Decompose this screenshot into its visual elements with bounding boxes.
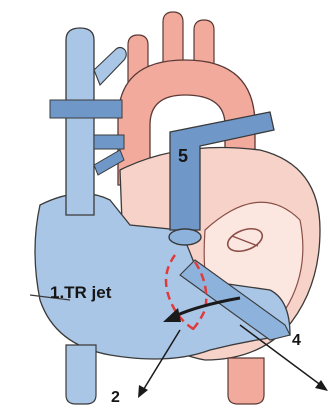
label-4: 4: [292, 332, 301, 349]
azygos-vein: [94, 48, 126, 86]
label-2: 2: [111, 389, 120, 406]
descending-aorta: [228, 358, 264, 404]
inferior-vena-cava: [66, 345, 96, 404]
label-5: 5: [178, 146, 188, 166]
pulmonary-valve: [169, 229, 201, 245]
label-tr-jet: 1.TR jet: [50, 283, 112, 302]
superior-vena-cava: [66, 28, 94, 215]
